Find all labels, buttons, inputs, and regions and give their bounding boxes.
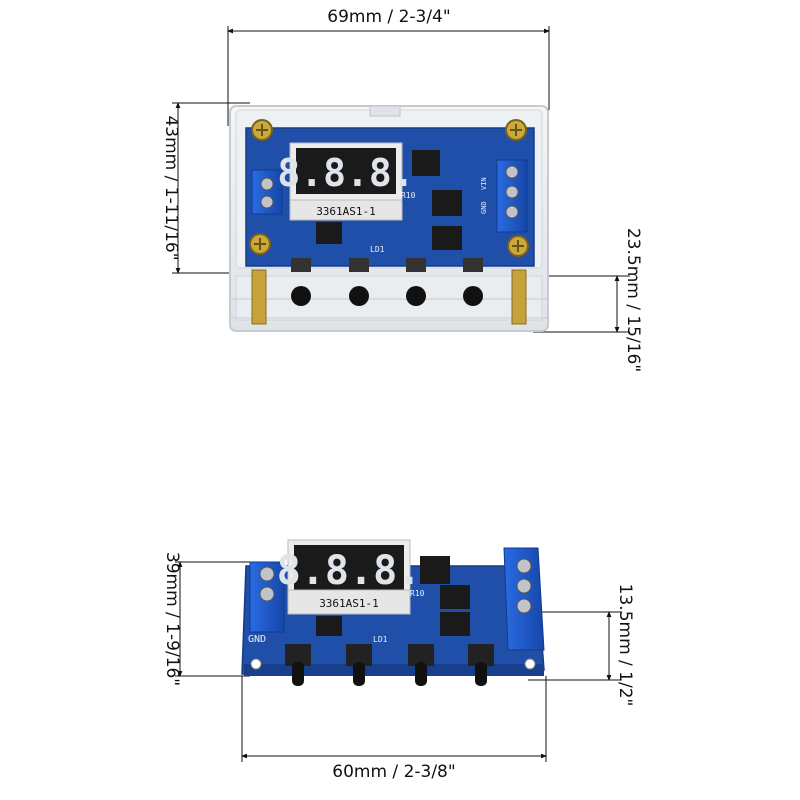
push-button[interactable] bbox=[291, 258, 311, 306]
resistor-label: R10 bbox=[401, 191, 416, 200]
push-button[interactable] bbox=[285, 644, 311, 686]
push-button[interactable] bbox=[463, 258, 483, 306]
resistor-label: R10 bbox=[410, 589, 425, 598]
bottom-width-dimension: 60mm / 2-3/8" bbox=[241, 676, 547, 782]
led-label: LD1 bbox=[373, 635, 388, 644]
push-button[interactable] bbox=[406, 258, 426, 306]
push-button[interactable] bbox=[349, 258, 369, 306]
top-pcb: 8.8.8. 3361AS1-1 R10 LD1 GND VIN bbox=[245, 119, 535, 267]
top-depth-label: 23.5mm / 15/16" bbox=[623, 228, 643, 372]
terminal-block bbox=[496, 159, 528, 233]
bottom-height-dimension: 39mm / 1-9/16" bbox=[162, 552, 262, 686]
seven-segment-display: 8.8.8. 3361AS1-1 bbox=[277, 539, 422, 615]
display-digits: 8.8.8. bbox=[277, 151, 414, 195]
bottom-height-label: 39mm / 1-9/16" bbox=[162, 552, 182, 686]
button-row bbox=[291, 258, 483, 306]
top-depth-dimension: 23.5mm / 15/16" bbox=[533, 228, 643, 372]
bottom-depth-dimension: 13.5mm / 1/2" bbox=[528, 584, 635, 707]
screw-icon bbox=[251, 119, 273, 141]
bottom-depth-label: 13.5mm / 1/2" bbox=[615, 584, 635, 707]
terminal-label-gnd: GND bbox=[480, 201, 488, 214]
button-row bbox=[285, 644, 494, 686]
module-label: 3361AS1-1 bbox=[319, 597, 379, 610]
top-width-dimension: 69mm / 2-3/4" bbox=[227, 7, 550, 126]
top-product-view: 69mm / 2-3/4" 43mm / 1-11/16" 23.5mm / 1… bbox=[161, 7, 643, 372]
screw-icon bbox=[249, 233, 271, 255]
terminal-block bbox=[249, 561, 285, 633]
push-button[interactable] bbox=[346, 644, 372, 686]
screw-icon bbox=[505, 119, 527, 141]
gnd-label: GND bbox=[248, 634, 266, 645]
push-button[interactable] bbox=[468, 644, 494, 686]
led-label: LD1 bbox=[370, 245, 385, 254]
bottom-width-label: 60mm / 2-3/8" bbox=[332, 762, 455, 782]
display-digits: 8.8.8. bbox=[277, 548, 422, 594]
module-label: 3361AS1-1 bbox=[316, 205, 376, 218]
top-width-label: 69mm / 2-3/4" bbox=[327, 7, 450, 27]
terminal-block bbox=[503, 547, 545, 651]
push-button[interactable] bbox=[408, 644, 434, 686]
top-height-label: 43mm / 1-11/16" bbox=[161, 115, 181, 260]
seven-segment-display: 8.8.8. 3361AS1-1 bbox=[277, 142, 415, 221]
terminal-label-vin: VIN bbox=[480, 177, 488, 190]
bottom-product-view: 39mm / 1-9/16" 13.5mm / 1/2" 60mm / 2-3/… bbox=[162, 539, 635, 782]
terminal-block bbox=[251, 169, 283, 215]
screw-icon bbox=[507, 235, 529, 257]
